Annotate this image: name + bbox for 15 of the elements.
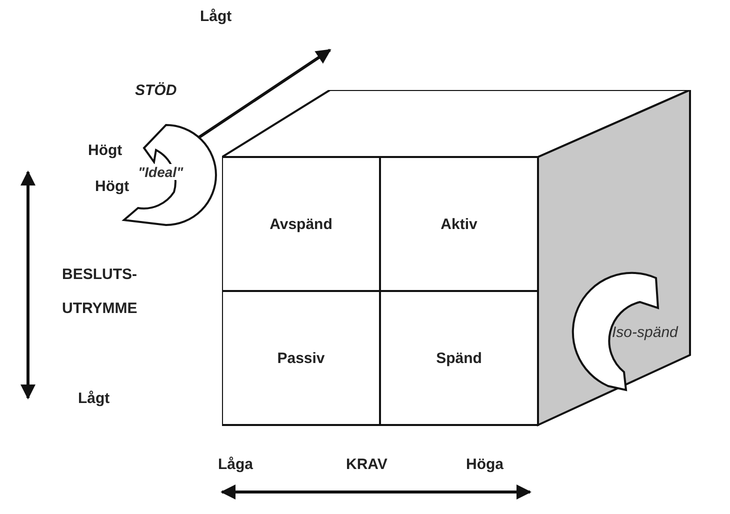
- quadrant-label: Aktiv: [440, 216, 478, 232]
- axis-label: Högt: [88, 142, 122, 159]
- axis-label: KRAV: [346, 456, 388, 473]
- axis-title: BESLUTS- UTRYMME: [62, 265, 138, 319]
- quadrant-label: Spänd: [436, 350, 482, 366]
- band-label: "Ideal": [138, 164, 184, 180]
- quadrant-label: Passiv: [277, 350, 325, 366]
- quadrant-label: Avspänd: [270, 216, 332, 232]
- axis-label: Lågt: [78, 390, 110, 407]
- axis-label: Högt: [95, 178, 130, 195]
- axis-label: Lågt: [200, 8, 232, 25]
- band-label: Iso-spänd: [612, 324, 678, 341]
- axis-label: STÖD: [135, 82, 177, 99]
- axis-label: Höga: [466, 456, 504, 473]
- axis-label: Låga: [218, 456, 254, 473]
